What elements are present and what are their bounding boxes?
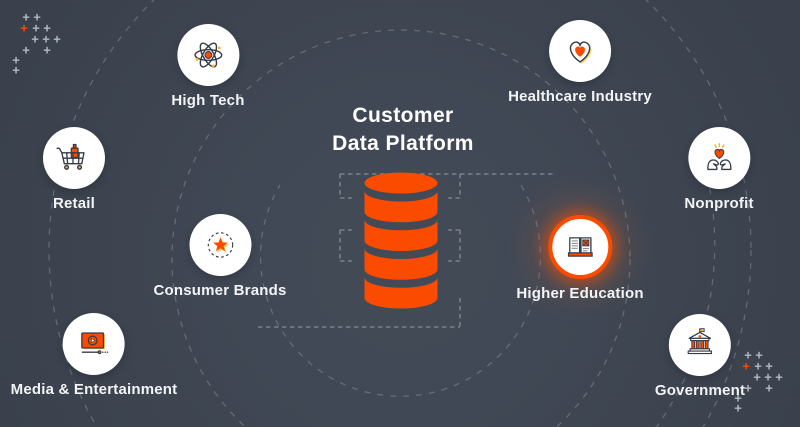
outer-dashed-circle (48, 0, 752, 427)
plus-icon: + (12, 52, 20, 68)
industry-node-higher-education: Higher Education (516, 215, 643, 302)
plus-icon: + (765, 380, 773, 396)
plus-icon: + (755, 347, 763, 363)
star-icon (207, 232, 233, 258)
video-player-icon (81, 332, 109, 355)
node-label: Media & Entertainment (10, 381, 178, 398)
database-icon (364, 172, 438, 309)
connector-lines (258, 173, 556, 328)
plus-icon: + (734, 400, 742, 416)
nonprofit-circle (688, 127, 750, 189)
plus-icon: + (43, 42, 51, 58)
plus-icon: + (734, 390, 742, 406)
plus-icon: + (753, 369, 761, 385)
higher-education-circle (548, 215, 612, 279)
node-label: Government (654, 382, 746, 399)
shopping-cart-icon (56, 143, 85, 170)
inner-dashed-arc (259, 184, 542, 397)
industry-node-media-entertainment: Media & Entertainment (11, 313, 178, 398)
plus-icon: + (22, 42, 30, 58)
industry-node-nonprofit: Nonprofit (684, 127, 753, 212)
node-label: Nonprofit (684, 195, 754, 212)
node-label: Retail (52, 195, 96, 212)
heart-icon (569, 41, 592, 64)
plus-icon: + (765, 358, 773, 374)
plus-icon: + (33, 9, 41, 25)
industry-node-consumer-brands: Consumer Brands (153, 214, 286, 299)
plus-decoration-cluster: ++++++++++++ (12, 9, 74, 80)
plus-icon: + (43, 20, 51, 36)
government-circle (668, 314, 731, 376)
healthcare-circle (548, 20, 611, 82)
industry-node-government: Government (655, 314, 745, 399)
media-entertainment-circle (62, 313, 125, 375)
plus-icon: + (742, 358, 750, 374)
plus-icon: + (22, 9, 30, 25)
plus-icon: + (775, 369, 783, 385)
hands-heart-icon (706, 142, 732, 171)
plus-icon: + (12, 62, 20, 78)
consumer-brands-circle (189, 214, 251, 276)
high-tech-circle (176, 24, 239, 86)
node-label: High Tech (171, 92, 245, 109)
industry-node-high-tech: High Tech (171, 24, 244, 109)
title-line-2: Data Platform (332, 132, 474, 155)
outer-right-dashed-arc (655, 162, 716, 427)
node-label: Healthcare Industry (508, 88, 652, 105)
plus-icon: + (744, 380, 752, 396)
plus-icon: + (744, 347, 752, 363)
plus-icon: + (31, 31, 39, 47)
page-title: Customer Data Platform (332, 102, 474, 158)
plus-icon: + (764, 369, 772, 385)
plus-icon: + (754, 358, 762, 374)
title-line-1: Customer (352, 104, 454, 127)
retail-circle (43, 127, 105, 189)
plus-icon: + (42, 31, 50, 47)
node-label: Consumer Brands (153, 282, 287, 299)
industry-node-retail: Retail (43, 127, 105, 212)
bank-building-icon (687, 328, 713, 355)
node-label: Higher Education (516, 285, 644, 302)
plus-decoration-cluster: ++++++++++++ (734, 347, 796, 418)
industry-node-healthcare: Healthcare Industry (508, 20, 652, 105)
plus-icon: + (53, 31, 61, 47)
atom-icon (193, 42, 223, 68)
middle-dashed-circle (171, 29, 631, 427)
open-book-icon (567, 237, 593, 257)
plus-icon: + (32, 20, 40, 36)
plus-icon: + (20, 20, 28, 36)
